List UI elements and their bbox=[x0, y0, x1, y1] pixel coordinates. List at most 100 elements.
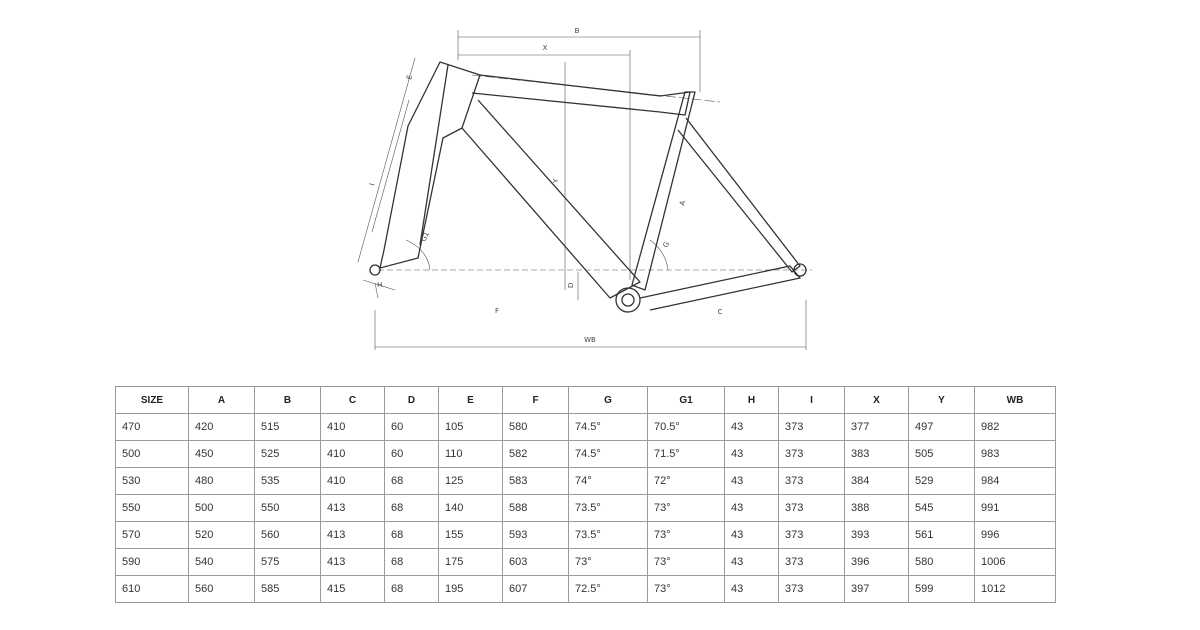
column-header-y: Y bbox=[908, 386, 975, 414]
table-cell: 984 bbox=[974, 467, 1056, 495]
table-cell: 497 bbox=[908, 413, 975, 441]
table-cell: 43 bbox=[724, 413, 779, 441]
table-cell: 393 bbox=[844, 521, 909, 549]
table-cell: 74° bbox=[568, 467, 648, 495]
table-cell: 68 bbox=[384, 575, 439, 603]
table-cell: 110 bbox=[438, 440, 503, 468]
table-cell: 413 bbox=[320, 494, 385, 522]
table-cell: 500 bbox=[188, 494, 255, 522]
table-cell: 73.5° bbox=[568, 521, 648, 549]
table-cell: 74.5° bbox=[568, 413, 648, 441]
table-cell: 68 bbox=[384, 494, 439, 522]
label-i: I bbox=[368, 182, 376, 186]
table-cell: 560 bbox=[254, 521, 321, 549]
table-cell: 74.5° bbox=[568, 440, 648, 468]
table-cell: 560 bbox=[188, 575, 255, 603]
table-cell: 500 bbox=[115, 440, 189, 468]
table-cell: 377 bbox=[844, 413, 909, 441]
table-cell: 529 bbox=[908, 467, 975, 495]
table-cell: 175 bbox=[438, 548, 503, 576]
table-cell: 520 bbox=[188, 521, 255, 549]
column-header-g1: G1 bbox=[647, 386, 725, 414]
table-cell: 590 bbox=[115, 548, 189, 576]
table-cell: 561 bbox=[908, 521, 975, 549]
table-cell: 43 bbox=[724, 548, 779, 576]
table-cell: 450 bbox=[188, 440, 255, 468]
table-cell: 73° bbox=[568, 548, 648, 576]
label-h: H bbox=[377, 281, 382, 289]
table-cell: 603 bbox=[502, 548, 569, 576]
table-cell: 420 bbox=[188, 413, 255, 441]
table-cell: 410 bbox=[320, 440, 385, 468]
table-cell: 68 bbox=[384, 548, 439, 576]
table-cell: 60 bbox=[384, 440, 439, 468]
table-cell: 588 bbox=[502, 494, 569, 522]
table-cell: 545 bbox=[908, 494, 975, 522]
table-cell: 195 bbox=[438, 575, 503, 603]
table-cell: 73° bbox=[647, 548, 725, 576]
table-cell: 373 bbox=[778, 467, 845, 495]
table-cell: 582 bbox=[502, 440, 569, 468]
label-x: X bbox=[543, 44, 548, 52]
label-g: G bbox=[662, 241, 672, 249]
frame-geometry-diagram: B X E I Y A G1 G D H F C WB bbox=[357, 27, 812, 350]
table-cell: 396 bbox=[844, 548, 909, 576]
table-cell: 413 bbox=[320, 548, 385, 576]
dimension-lines bbox=[357, 30, 812, 350]
table-cell: 397 bbox=[844, 575, 909, 603]
table-cell: 373 bbox=[778, 494, 845, 522]
bicycle-frame bbox=[369, 61, 807, 313]
table-cell: 43 bbox=[724, 440, 779, 468]
table-cell: 580 bbox=[908, 548, 975, 576]
table-cell: 68 bbox=[384, 521, 439, 549]
table-cell: 480 bbox=[188, 467, 255, 495]
table-cell: 996 bbox=[974, 521, 1056, 549]
table-cell: 72° bbox=[647, 467, 725, 495]
table-cell: 70.5° bbox=[647, 413, 725, 441]
column-header-a: A bbox=[188, 386, 255, 414]
table-cell: 575 bbox=[254, 548, 321, 576]
label-e: E bbox=[405, 74, 414, 80]
table-cell: 105 bbox=[438, 413, 503, 441]
table-cell: 599 bbox=[908, 575, 975, 603]
table-cell: 505 bbox=[908, 440, 975, 468]
table-cell: 125 bbox=[438, 467, 503, 495]
table-cell: 991 bbox=[974, 494, 1056, 522]
table-cell: 60 bbox=[384, 413, 439, 441]
column-header-h: H bbox=[724, 386, 779, 414]
table-cell: 607 bbox=[502, 575, 569, 603]
table-cell: 570 bbox=[115, 521, 189, 549]
table-cell: 983 bbox=[974, 440, 1056, 468]
table-cell: 140 bbox=[438, 494, 503, 522]
column-header-b: B bbox=[254, 386, 321, 414]
column-header-f: F bbox=[502, 386, 569, 414]
table-cell: 540 bbox=[188, 548, 255, 576]
table-cell: 410 bbox=[320, 413, 385, 441]
label-f: F bbox=[495, 307, 499, 315]
table-cell: 610 bbox=[115, 575, 189, 603]
table-cell: 43 bbox=[724, 494, 779, 522]
table-cell: 373 bbox=[778, 575, 845, 603]
table-cell: 550 bbox=[254, 494, 321, 522]
table-cell: 410 bbox=[320, 467, 385, 495]
column-header-i: I bbox=[778, 386, 845, 414]
table-cell: 73° bbox=[647, 494, 725, 522]
column-header-x: X bbox=[844, 386, 909, 414]
table-cell: 373 bbox=[778, 440, 845, 468]
table-cell: 413 bbox=[320, 521, 385, 549]
column-header-size: SIZE bbox=[115, 386, 189, 414]
table-cell: 155 bbox=[438, 521, 503, 549]
table-cell: 68 bbox=[384, 467, 439, 495]
column-header-d: D bbox=[384, 386, 439, 414]
table-cell: 43 bbox=[724, 521, 779, 549]
column-header-wb: WB bbox=[974, 386, 1056, 414]
